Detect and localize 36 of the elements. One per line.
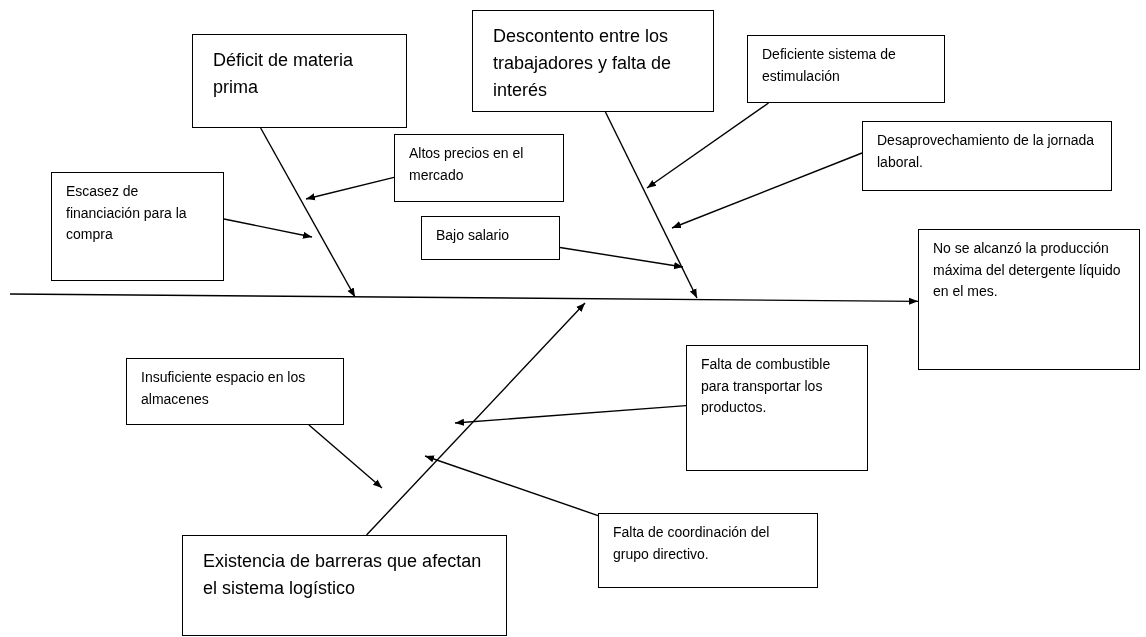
arrow: [604, 111, 698, 299]
box-text: No se alcanzó la producción máxima del detergente líquido en el mes.: [933, 239, 1122, 302]
cause-box: [421, 216, 560, 260]
box-text: Déficit de materia prima: [213, 49, 355, 99]
arrow: [365, 302, 586, 536]
box-text: Falta de coordinación del grupo directivo.: [613, 523, 771, 564]
cause-box: [747, 35, 945, 103]
cause-box: [394, 134, 564, 202]
cause-box: [126, 358, 344, 425]
arrow: [223, 218, 313, 239]
arrow: [308, 424, 383, 489]
arrow: [671, 152, 863, 229]
box-text: Deficiente sistema de estimulación: [762, 45, 897, 86]
cause-box: [918, 229, 1140, 370]
category-box: [472, 10, 714, 112]
arrow: [9, 293, 919, 305]
arrow: [424, 455, 599, 517]
category-box: [182, 535, 507, 636]
box-text: Bajo salario: [436, 226, 511, 245]
arrow: [646, 102, 770, 189]
box-text: Falta de combustible para transportar los productos.: [701, 355, 832, 418]
cause-box: [862, 121, 1112, 191]
arrow: [454, 404, 687, 426]
arrow: [559, 246, 684, 270]
box-text: Existencia de barreras que afectan el sistema logístico: [203, 550, 483, 600]
arrow: [305, 176, 395, 201]
box-text: Escasez de financiación para la compra: [66, 182, 188, 245]
box-text: Desaprovechamiento de la jornada laboral.: [877, 131, 1096, 172]
box-text: Insuficiente espacio en los almacenes: [141, 368, 307, 409]
box-text: Descontento entre los trabajadores y falta de interés: [493, 25, 673, 102]
category-box: [192, 34, 407, 128]
arrow: [259, 127, 356, 298]
cause-box: [598, 513, 818, 588]
box-text: Altos precios en el mercado: [409, 144, 525, 185]
cause-box: [51, 172, 224, 281]
cause-box: [686, 345, 868, 471]
